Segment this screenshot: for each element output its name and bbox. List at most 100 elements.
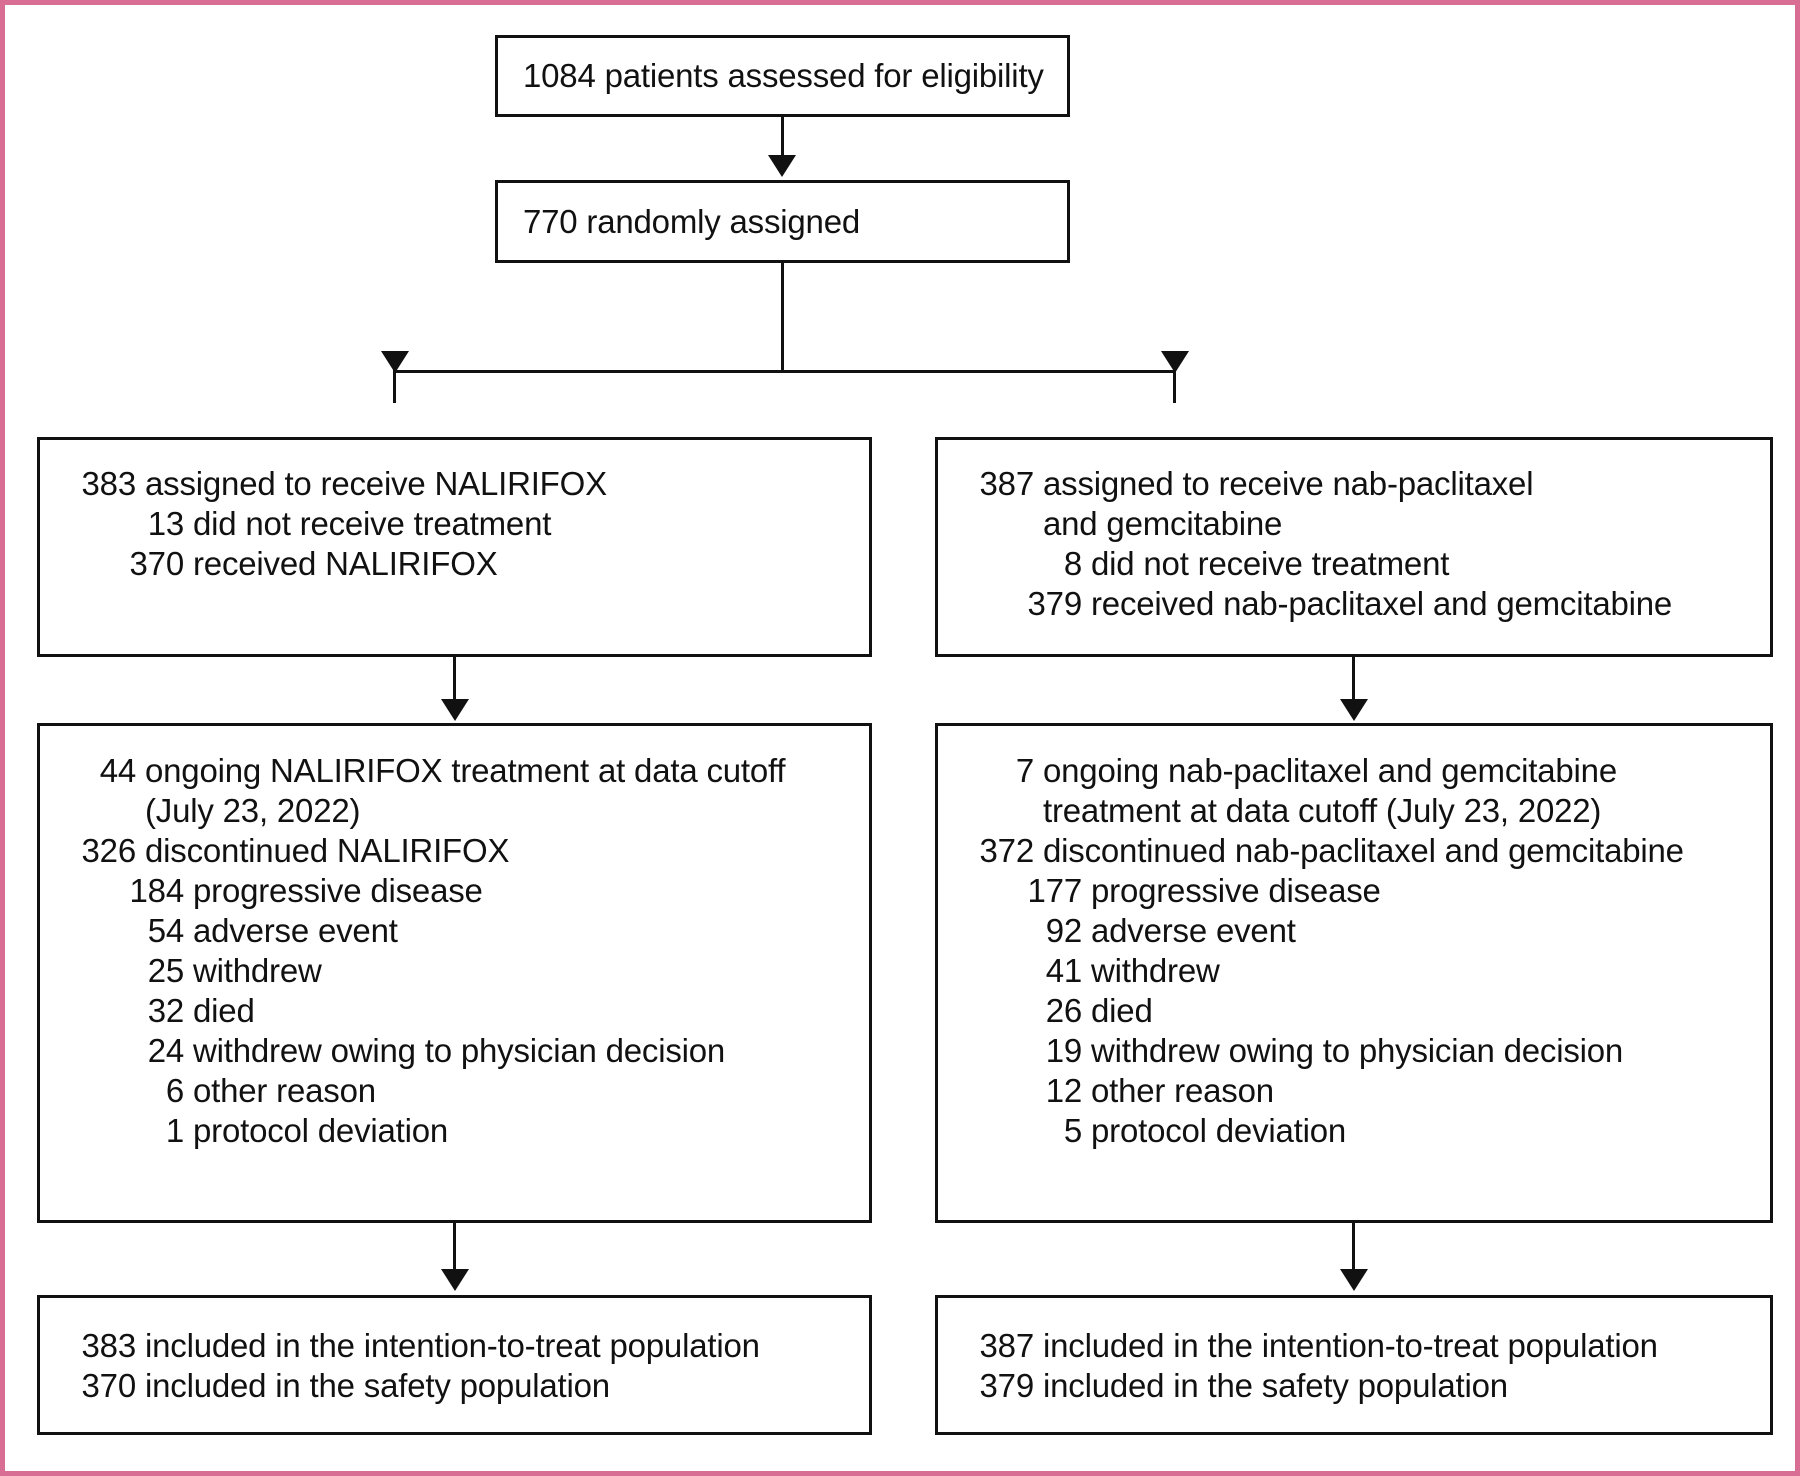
- arrowhead-left-analysis: [441, 1269, 469, 1291]
- flow-line-count: 326: [81, 832, 137, 869]
- flow-line-text: included in the safety population: [1043, 1367, 1508, 1404]
- flow-line-text: withdrew: [1091, 952, 1220, 989]
- flow-line-count: 372: [979, 832, 1035, 869]
- flow-line: (July 23, 2022): [64, 791, 893, 831]
- flow-line: 54 adverse event: [64, 911, 893, 951]
- flow-line-text: did not receive treatment: [193, 505, 552, 542]
- connector-right-followup-to-analysis: [1352, 1223, 1355, 1273]
- connector-screening-to-randomised: [781, 117, 784, 159]
- flow-line-count: 387: [979, 465, 1035, 502]
- connector-split-bar: [393, 370, 1176, 373]
- arrowhead-left-followup: [441, 699, 469, 721]
- flow-line-text: included in the safety population: [145, 1367, 610, 1404]
- flow-line-count: 379: [1027, 585, 1083, 622]
- flow-line-text: protocol deviation: [1091, 1112, 1347, 1149]
- flow-line-text: did not receive treatment: [1091, 545, 1450, 582]
- flow-line-text: received nab-paclitaxel and gemcitabine: [1091, 585, 1673, 622]
- flow-line-text: withdrew owing to physician decision: [1091, 1032, 1624, 1069]
- flow-line-text: died: [1091, 992, 1153, 1029]
- connector-split-stem: [781, 263, 784, 373]
- flow-line-count: 54: [147, 912, 185, 949]
- flow-line-text: included in the intention-to-treat popul…: [1043, 1327, 1658, 1364]
- flow-line-text: died: [193, 992, 255, 1029]
- flow-line-count: 8: [1063, 545, 1082, 582]
- flow-line-count: 19: [1045, 1032, 1083, 1069]
- flow-line-text: assigned to receive NALIRIFOX: [145, 465, 607, 502]
- flow-diagram-canvas: 1084 patients assessed for eligibility 7…: [5, 5, 1795, 1471]
- arrowhead-randomised: [768, 155, 796, 177]
- flow-line-text: discontinued nab-paclitaxel and gemcitab…: [1043, 832, 1684, 869]
- flow-line: and gemcitabine: [962, 504, 1794, 544]
- box-screening: 1084 patients assessed for eligibility: [495, 35, 1070, 117]
- randomised-label: 770 randomly assigned: [523, 203, 861, 240]
- flow-line-count: 25: [147, 952, 185, 989]
- flow-line-count: 7: [1015, 752, 1034, 789]
- flow-line-count: 26: [1045, 992, 1083, 1029]
- flow-line-text: progressive disease: [193, 872, 483, 909]
- flow-line-text: adverse event: [193, 912, 398, 949]
- flow-line-text: progressive disease: [1091, 872, 1381, 909]
- flow-line-text: received NALIRIFOX: [193, 545, 498, 582]
- connector-split-right-drop: [1173, 370, 1176, 403]
- connector-right-allocation-to-followup: [1352, 657, 1355, 702]
- flow-line-text: withdrew: [193, 952, 322, 989]
- flow-line-count: 184: [129, 872, 185, 909]
- flow-line-text: assigned to receive nab-paclitaxel: [1043, 465, 1534, 502]
- flow-line-text: other reason: [1091, 1072, 1274, 1109]
- flow-line-count: 383: [81, 1327, 137, 1364]
- flow-line-text: (July 23, 2022): [145, 792, 361, 829]
- screening-label: 1084 patients assessed for eligibility: [523, 57, 1044, 94]
- flow-line-text: adverse event: [1091, 912, 1296, 949]
- flow-line-count: 387: [979, 1327, 1035, 1364]
- connector-left-allocation-to-followup: [453, 657, 456, 702]
- flow-line-text: withdrew owing to physician decision: [193, 1032, 726, 1069]
- flow-line-text: included in the intention-to-treat popul…: [145, 1327, 760, 1364]
- flow-line-count: 13: [147, 505, 185, 542]
- flow-line-count: 1: [165, 1112, 184, 1149]
- flow-line: 184 progressive disease: [64, 871, 893, 911]
- flow-line-text: protocol deviation: [193, 1112, 449, 1149]
- connector-left-followup-to-analysis: [453, 1223, 456, 1273]
- box-randomly-assigned: 770 randomly assigned: [495, 180, 1070, 263]
- flow-line-text: and gemcitabine: [1043, 505, 1283, 542]
- flow-line-count: 5: [1063, 1112, 1082, 1149]
- flow-line-count: 24: [147, 1032, 185, 1069]
- arrowhead-right-analysis: [1340, 1269, 1368, 1291]
- flow-line-text: discontinued NALIRIFOX: [145, 832, 510, 869]
- flow-line-count: 92: [1045, 912, 1083, 949]
- flow-line-count: 370: [129, 545, 185, 582]
- flow-line-count: 12: [1045, 1072, 1083, 1109]
